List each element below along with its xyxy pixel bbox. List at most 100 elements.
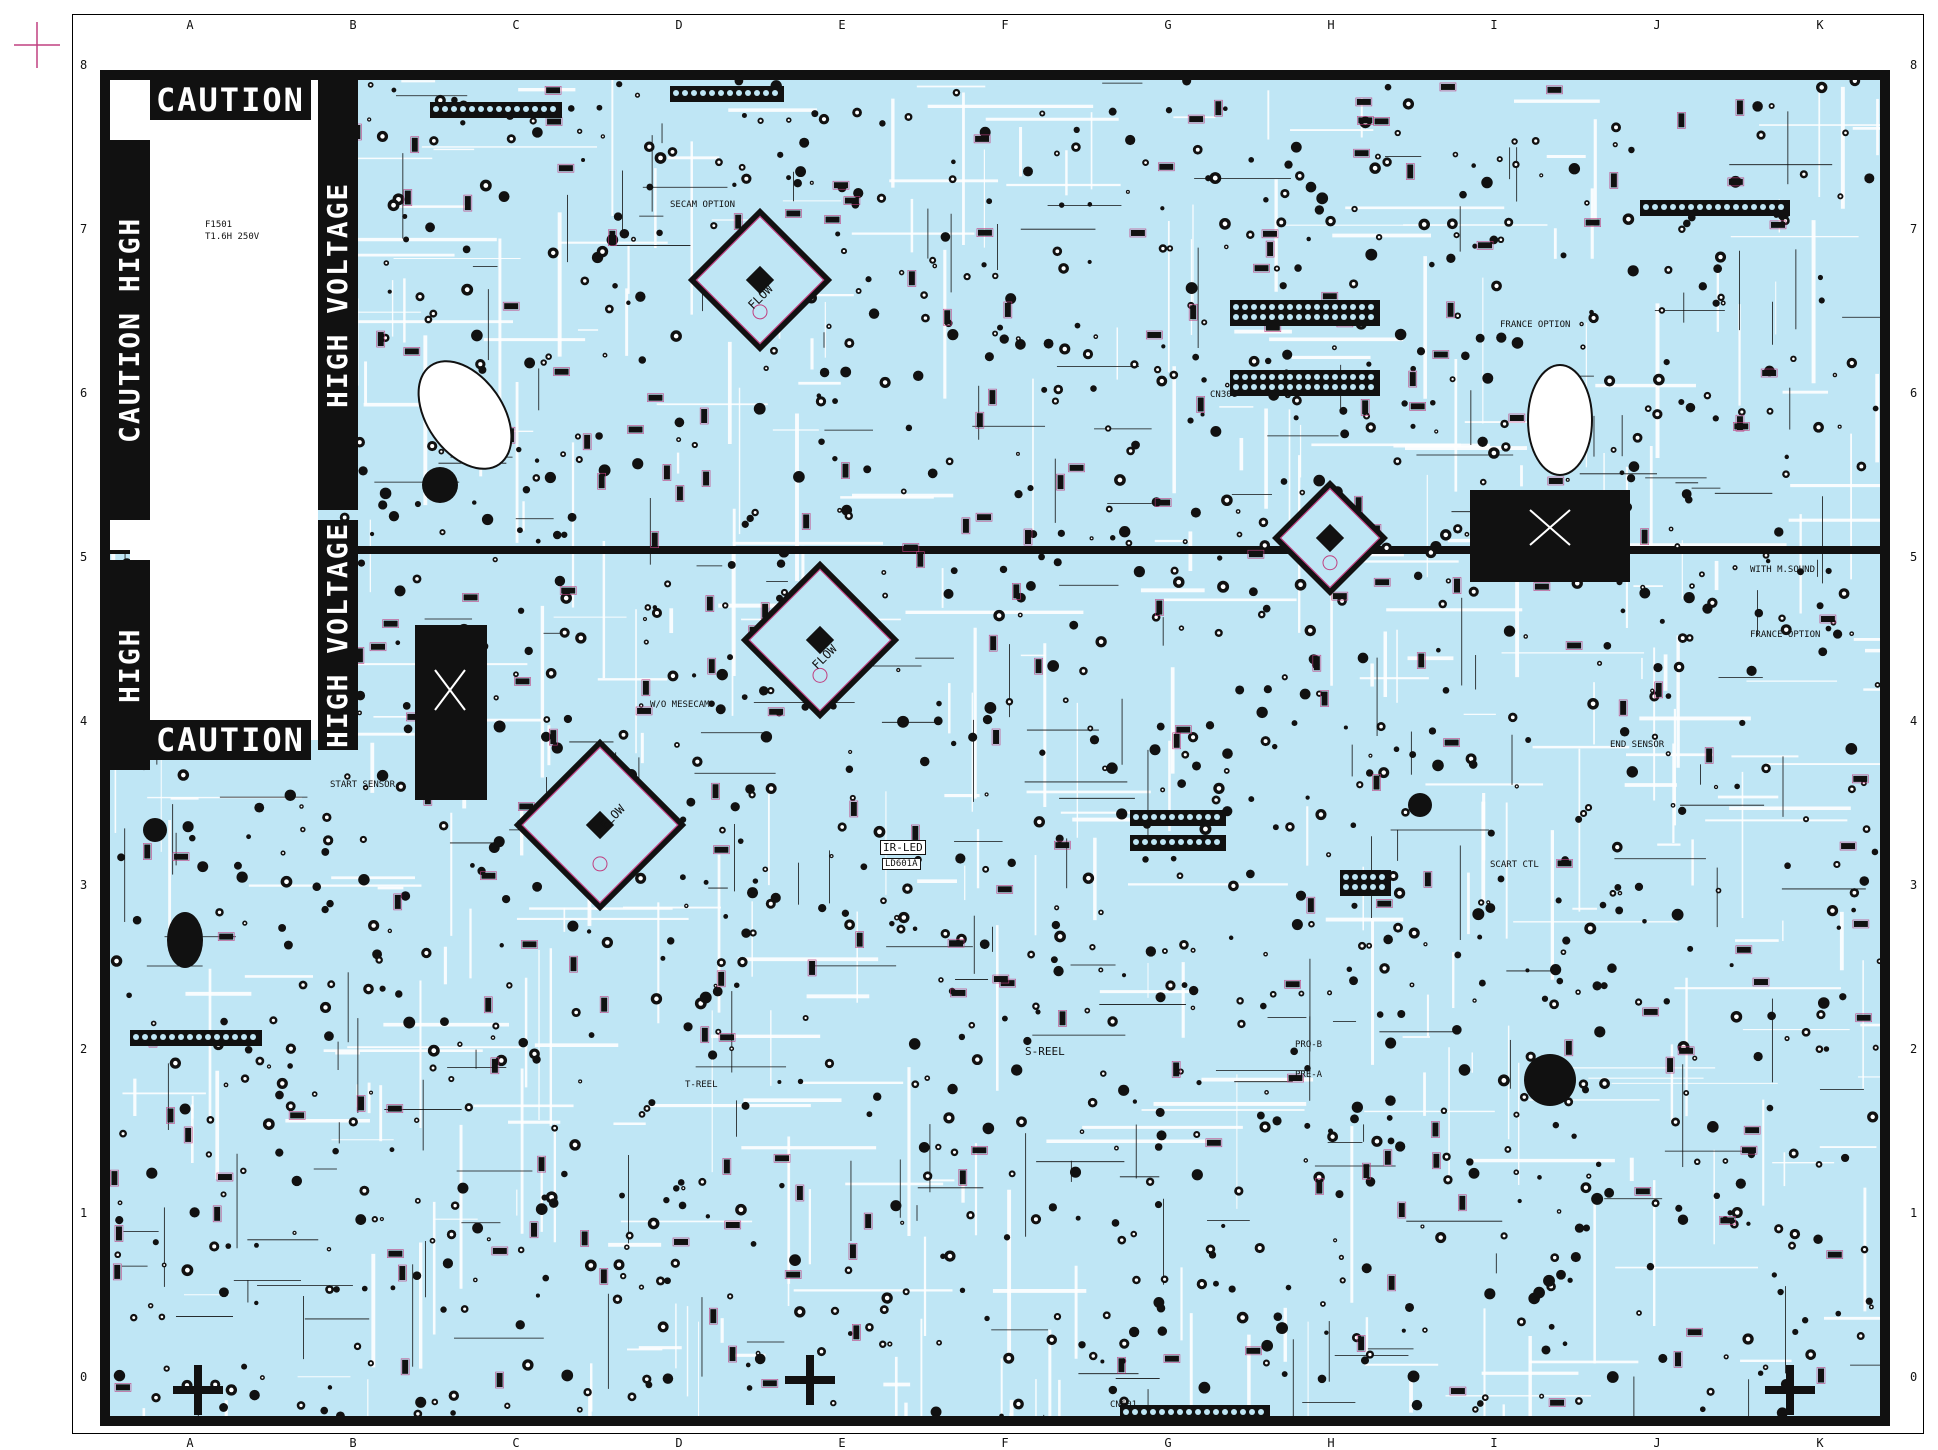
grid-column-d-top: D <box>675 18 683 32</box>
pad-hole <box>1257 1245 1262 1251</box>
solder-pad <box>1757 1370 1764 1376</box>
pad-hole <box>1086 1009 1089 1012</box>
solder-pad <box>747 887 759 899</box>
solder-pad <box>1001 1015 1008 1022</box>
solder-pad <box>1256 706 1268 719</box>
pad-hole <box>1056 387 1061 392</box>
pad-hole <box>1178 874 1182 878</box>
smd-component <box>907 270 917 287</box>
smd-component <box>1458 1194 1467 1212</box>
solder-pad <box>968 732 978 742</box>
solder-pad <box>1476 1400 1484 1407</box>
connector-ic6p01 <box>1130 810 1226 826</box>
solder-pad <box>1053 965 1064 977</box>
pad-hole <box>1144 161 1147 164</box>
pad-hole <box>583 279 587 283</box>
solder-pad <box>1181 982 1188 989</box>
solder-pad <box>750 1241 757 1247</box>
pad-hole <box>1524 635 1527 638</box>
solder-pad <box>518 1037 529 1048</box>
pad-hole <box>371 923 376 928</box>
solder-pad <box>1817 997 1830 1009</box>
solder-pad <box>1603 641 1612 650</box>
solder-pad <box>1365 769 1374 777</box>
pad-hole <box>1764 1366 1767 1369</box>
smd-component <box>641 679 651 697</box>
grid-column-j-top: J <box>1653 18 1661 32</box>
grid-column-a-top: A <box>186 18 194 32</box>
pad-hole <box>357 440 362 445</box>
pad-hole <box>1283 676 1287 679</box>
smd-component <box>529 1221 539 1239</box>
pad-hole <box>855 110 860 115</box>
solder-pad <box>395 640 401 646</box>
solder-pad <box>1677 1214 1689 1225</box>
france-option-label-top: FRANCE OPTION <box>1500 320 1571 330</box>
pad-hole <box>1607 378 1612 384</box>
solder-pad <box>863 465 872 474</box>
solder-pad <box>845 765 854 773</box>
solder-pad <box>1525 737 1532 744</box>
solder-pad <box>412 1271 422 1281</box>
pad-hole <box>888 1342 891 1346</box>
grid-column-e-bottom: E <box>838 1436 846 1450</box>
smd-component <box>288 1111 306 1120</box>
pad-hole <box>383 336 388 340</box>
pad-hole <box>827 325 831 328</box>
solder-pad <box>619 1192 625 1199</box>
solder-pad <box>1699 1406 1706 1413</box>
pad-hole <box>430 444 435 449</box>
solder-pad <box>1285 1284 1292 1291</box>
solder-pad <box>912 926 918 932</box>
solder-pad <box>1116 808 1128 820</box>
solder-pad <box>1156 1130 1167 1141</box>
solder-pad <box>501 894 511 904</box>
pad-hole <box>1503 445 1508 449</box>
smd-component <box>599 1268 609 1285</box>
solder-pad <box>1273 1312 1283 1321</box>
solder-pad <box>1472 908 1485 921</box>
pad-hole <box>695 759 700 764</box>
ic602-qfp <box>513 738 687 912</box>
pad-hole <box>1587 806 1590 810</box>
pad-hole <box>1841 591 1847 596</box>
pad-hole <box>574 1010 578 1015</box>
pad-hole <box>1454 153 1457 156</box>
solder-pad <box>391 87 397 93</box>
solder-pad <box>1023 1036 1032 1046</box>
pad-hole <box>1817 1163 1821 1166</box>
solder-pad <box>1461 351 1470 361</box>
pad-hole <box>1410 983 1413 986</box>
solder-pad <box>1376 1011 1384 1018</box>
pad-hole <box>993 332 997 335</box>
solder-pad <box>586 929 592 934</box>
pad-hole <box>730 1047 733 1050</box>
pad-hole <box>1354 1335 1359 1340</box>
pad-hole <box>1168 983 1173 988</box>
pad-hole <box>1672 804 1674 807</box>
solder-pad <box>376 769 389 782</box>
solder-pad <box>1276 1322 1289 1335</box>
pad-hole <box>630 1395 634 1399</box>
pad-hole <box>1381 770 1386 775</box>
pad-hole <box>1391 873 1396 879</box>
pad-hole <box>965 275 969 279</box>
mounting-slot-right <box>1527 364 1593 476</box>
smd-component <box>1449 1386 1467 1396</box>
pad-hole <box>673 333 679 339</box>
pad-hole <box>463 1307 467 1311</box>
pad-hole <box>474 1279 477 1281</box>
solder-pad <box>233 861 242 870</box>
solder-pad <box>1280 478 1288 485</box>
alignment-cross <box>1786 1365 1794 1415</box>
pad-hole <box>673 1261 678 1266</box>
pad-hole <box>243 1076 247 1081</box>
pad-hole <box>181 772 186 778</box>
pad-hole <box>645 641 648 644</box>
solder-pad <box>947 329 959 341</box>
solder-pad <box>403 1016 416 1029</box>
mounting-hole <box>422 467 458 503</box>
pad-hole <box>1081 1130 1083 1133</box>
pad-hole <box>1676 544 1679 548</box>
solder-pad <box>524 646 533 656</box>
